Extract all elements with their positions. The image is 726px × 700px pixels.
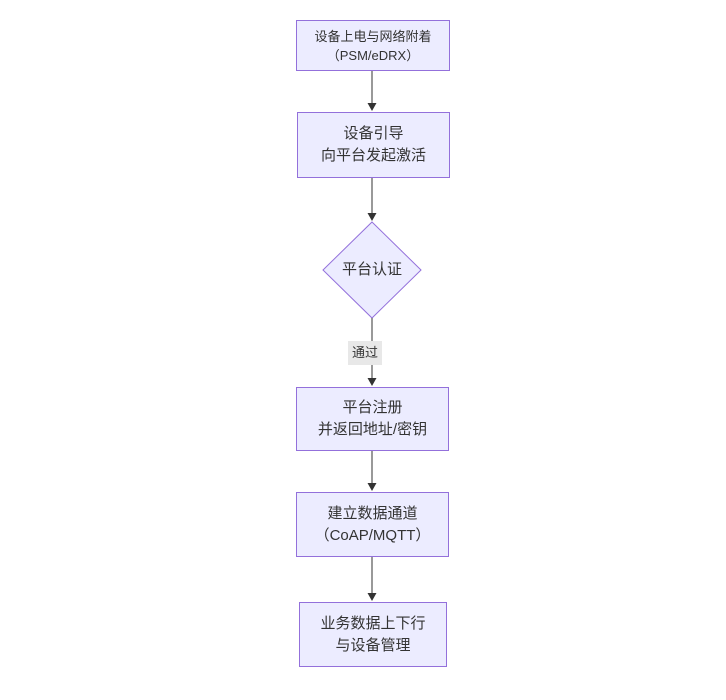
node-power-attach: 设备上电与网络附着 （PSM/eDRX） (296, 20, 450, 71)
node-power-attach-line1: 设备上电与网络附着 (314, 28, 432, 44)
node-business: 业务数据上下行 与设备管理 (299, 602, 447, 667)
node-channel-line1: 建立数据通道 (327, 504, 418, 522)
node-channel: 建立数据通道 （CoAP/MQTT） (296, 492, 449, 557)
node-register: 平台注册 并返回地址/密钥 (296, 387, 449, 451)
arrowhead-icon (367, 483, 377, 491)
node-bootstrap: 设备引导 向平台发起激活 (297, 112, 450, 178)
arrowhead-icon (367, 378, 377, 386)
node-power-attach-line2: （PSM/eDRX） (326, 47, 420, 63)
node-bootstrap-line1: 设备引导 (343, 125, 404, 142)
arrowhead-icon (367, 593, 377, 601)
node-register-line1: 平台注册 (342, 399, 403, 416)
edge-label-pass: 通过 (347, 341, 383, 365)
node-business-line1: 业务数据上下行 (320, 614, 426, 632)
node-auth-label: 平台认证 (341, 261, 402, 278)
node-register-line2: 并返回地址/密钥 (317, 421, 428, 438)
node-bootstrap-line2: 向平台发起激活 (320, 147, 426, 164)
node-business-line2: 与设备管理 (335, 636, 411, 654)
node-channel-line2: （CoAP/MQTT） (314, 526, 431, 544)
arrowhead-icon (367, 213, 377, 221)
arrowhead-icon (367, 103, 377, 111)
